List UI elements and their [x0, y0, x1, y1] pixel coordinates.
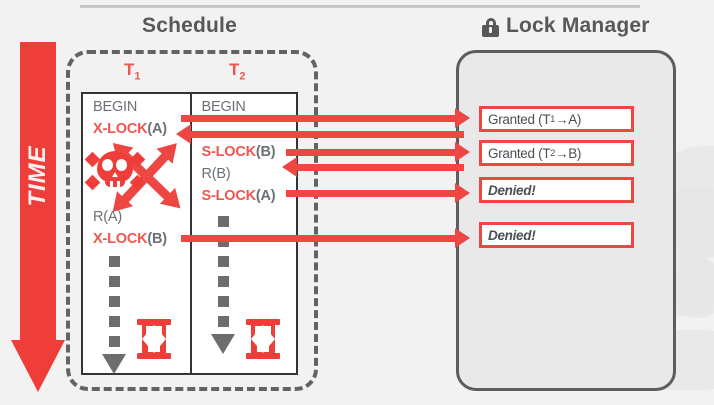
operation-read-a: R(A): [93, 209, 123, 225]
operation-slock-b: S-LOCK(B): [201, 144, 276, 160]
operation-xlock-b: X-LOCK(B): [93, 231, 167, 247]
lock-manager-title: Lock Manager: [506, 14, 650, 37]
header-divider: [80, 5, 640, 8]
request-arrowhead-xlock-b: [455, 228, 470, 248]
time-axis-label: TIME: [24, 145, 51, 207]
schedule-column-t2: BEGIN S-LOCK(B) R(B) S-LOCK(A): [189, 94, 297, 373]
operation-read-b: R(B): [201, 166, 231, 182]
request-ray-slock-b: [286, 149, 464, 156]
request-ray-xlock-a: [181, 115, 464, 122]
schedule-container: [66, 50, 318, 391]
request-arrowhead-slock-a: [455, 183, 470, 203]
lock-message-denied-2: Denied!: [479, 222, 634, 248]
transaction-label-t2: T2: [229, 60, 246, 83]
operation-begin-t2: BEGIN: [201, 99, 246, 115]
lock-manager-title-group: Lock Manager: [482, 14, 650, 38]
lock-message-denied-1: Denied!: [479, 177, 634, 203]
skull-icon: [84, 145, 146, 203]
time-arrow-shaft: [20, 42, 56, 342]
request-arrowhead-slock-b: [455, 142, 470, 162]
wait-arrow-t1: [102, 256, 126, 374]
schedule-title: Schedule: [142, 14, 237, 37]
reply-arrowhead-granted-1: [176, 124, 191, 144]
transaction-label-t1: T1: [124, 60, 141, 83]
request-ray-xlock-b: [181, 235, 464, 242]
reply-ray-granted-1: [190, 131, 464, 138]
operation-begin-t1: BEGIN: [93, 99, 138, 115]
request-arrowhead-xlock-a: [455, 108, 470, 128]
reply-ray-granted-2: [296, 164, 464, 171]
hourglass-icon: [137, 319, 171, 359]
time-axis-arrow: TIME: [11, 42, 65, 392]
hourglass-icon: [245, 319, 280, 359]
lock-icon: [482, 17, 499, 37]
operation-slock-a: S-LOCK(A): [201, 188, 276, 204]
request-ray-slock-a: [286, 190, 464, 197]
lock-manager-panel: [456, 50, 676, 391]
reply-arrowhead-granted-2: [282, 157, 297, 177]
schedule-column-t1: BEGIN X-LOCK(A) R(A) X-LOCK(B): [83, 94, 190, 374]
operation-xlock-a: X-LOCK(A): [93, 121, 167, 137]
time-arrow-head: [11, 340, 65, 392]
